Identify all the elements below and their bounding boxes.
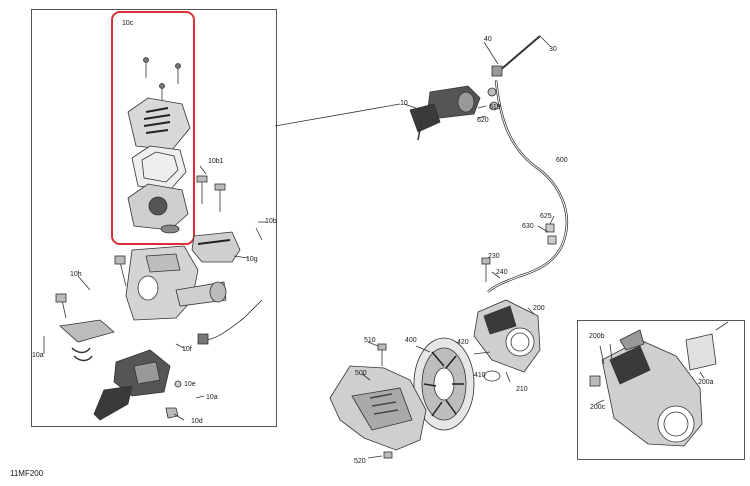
brake-disc [413,337,475,431]
callout-620[interactable]: 620 [477,117,489,124]
callout-210[interactable]: 210 [516,386,528,393]
callout-10b1[interactable]: 10b1 [208,158,224,165]
callout-10h[interactable]: 10h [70,271,82,278]
handlebar-clamp [191,231,241,263]
caliper-detail-frame [577,320,745,460]
callout-10b[interactable]: 10b [265,218,277,225]
callout-30[interactable]: 30 [549,46,557,53]
cover-stripes [143,107,171,134]
callout-240[interactable]: 240 [496,269,508,276]
callout-200a[interactable]: 200a [698,379,714,386]
switch-wire [199,299,263,341]
callout-10a-bottom[interactable]: 10a [206,394,218,401]
callout-10g[interactable]: 10g [246,256,258,263]
callout-400[interactable]: 400 [405,337,417,344]
callout-510[interactable]: 510 [364,337,376,344]
highlight-box-10c[interactable] [111,11,195,245]
leader-10 [274,103,401,127]
callout-10d[interactable]: 10d [191,418,203,425]
seal-ring [160,224,180,234]
cover-screws [143,57,181,102]
callout-600[interactable]: 600 [556,157,568,164]
cable-top [497,35,541,73]
callout-630[interactable]: 630 [522,223,534,230]
callout-10[interactable]: 10 [400,100,408,107]
callout-200b[interactable]: 200b [589,333,605,340]
callout-200c[interactable]: 200c [590,404,606,411]
callout-410[interactable]: 410 [474,372,486,379]
callout-230[interactable]: 230 [488,253,500,260]
callout-520[interactable]: 520 [354,458,366,465]
cover-plate [131,145,187,191]
callout-619[interactable]: 619 [489,104,501,111]
brake-pad [685,333,717,371]
callout-10f[interactable]: 10f [182,346,192,353]
callout-500[interactable]: 500 [355,370,367,377]
callout-10c[interactable]: 10c [122,20,134,27]
callout-200[interactable]: 200 [533,305,545,312]
left-detail-frame [31,9,277,427]
callout-10e[interactable]: 10e [184,381,196,388]
callout-40[interactable]: 40 [484,36,492,43]
diagram-code: 11MF200 [10,469,44,478]
callout-420[interactable]: 420 [457,339,469,346]
callout-10a-left[interactable]: 10a [32,352,44,359]
lever-arm [59,319,115,343]
callout-625[interactable]: 625 [540,213,552,220]
hand-lever [93,385,133,421]
